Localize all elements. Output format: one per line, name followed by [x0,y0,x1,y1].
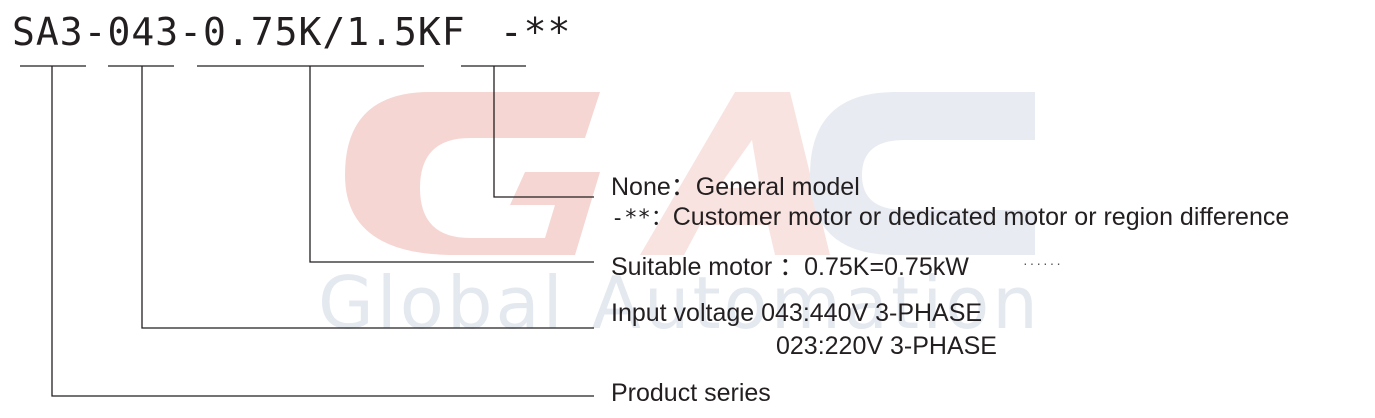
legend-custom-key: -**： [611,206,673,231]
watermark-letter-a [640,92,830,255]
model-code: SA3-043-0.75K/1.5KF -** [12,10,571,54]
connector-series [51,66,594,397]
legend-motor-ellipsis: ······ [1023,255,1063,271]
legend-input-voltage: Input voltage 043:440V 3-PHASE [611,299,983,327]
legend-none-desc: General model [695,173,860,201]
connector-voltage [141,66,594,329]
legend-input-voltage-alt: 023:220V 3-PHASE [776,332,997,360]
model-code-main: SA3-043-0.75K/1.5KF [12,10,466,54]
legend-product-series: Product series [611,379,771,407]
model-code-suffix: -** [499,10,572,54]
connector-motor [309,66,594,263]
legend-suitable-motor: Suitable motor ：0.75K=0.75kW [611,253,969,281]
legend-custom-desc: Customer motor or dedicated motor or reg… [672,203,1290,231]
legend-custom-model: -**：Customer motor or dedicated motor or… [611,200,1289,232]
connector-suffix [493,66,594,198]
watermark-letter-g [345,92,600,255]
watermark-letter-c [810,92,1035,255]
watermark-tagline: Global Automation [318,261,1041,345]
legend-general-model: None：General model [611,167,860,203]
legend-none-key: None： [611,173,696,201]
